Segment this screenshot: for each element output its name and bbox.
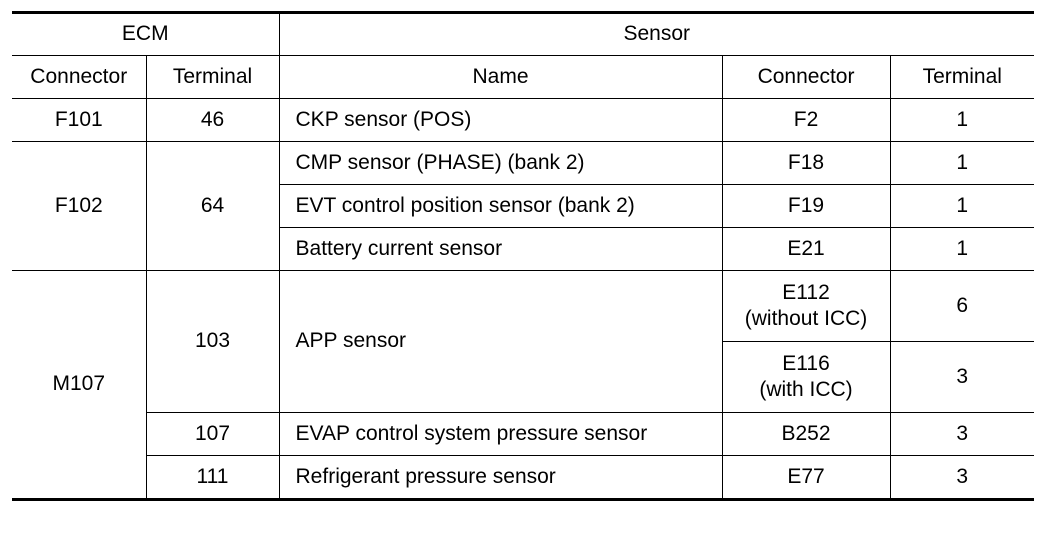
sensor-terminal-cell: 1 bbox=[890, 184, 1035, 228]
header-group-row: ECM Sensor bbox=[12, 12, 1035, 56]
table-row: 111 Refrigerant pressure sensor E77 3 bbox=[12, 455, 1035, 500]
ecm-terminal-cell: 111 bbox=[146, 455, 280, 500]
table-row: M107 103 APP sensor E112 (without ICC) 6 bbox=[12, 270, 1035, 500]
sensor-connector-note: (with ICC) bbox=[759, 378, 853, 401]
sensor-terminal-cell: 3 bbox=[890, 412, 1035, 456]
sensor-connector-cell: E21 bbox=[722, 227, 891, 271]
header-column-row: Connector Terminal Name Connector Termin… bbox=[12, 55, 1035, 99]
sensor-connector-cell: E116 (with ICC) bbox=[722, 341, 891, 413]
sensor-connector-cell: F2 bbox=[722, 98, 891, 142]
ecm-connector-cell: M107 bbox=[12, 270, 147, 500]
ecm-sensor-table: ECM Sensor Connector Terminal Name Conne… bbox=[12, 11, 1035, 501]
sensor-name-cell: EVT control position sensor (bank 2) bbox=[279, 184, 723, 228]
ecm-terminal-cell: 46 bbox=[146, 98, 280, 142]
header-sensor-terminal: Terminal bbox=[890, 55, 1035, 99]
table-row: E116 (with ICC) 3 bbox=[12, 341, 1035, 413]
sensor-terminal-cell: 3 bbox=[890, 341, 1035, 413]
table-row: EVT control position sensor (bank 2) F19… bbox=[12, 184, 1035, 228]
ecm-connector-cell: F102 bbox=[12, 141, 147, 271]
ecm-terminal-cell: 103 bbox=[146, 270, 280, 413]
sensor-connector-cell: F19 bbox=[722, 184, 891, 228]
sensor-name-cell: CKP sensor (POS) bbox=[279, 98, 723, 142]
table-row: Battery current sensor E21 1 bbox=[12, 227, 1035, 271]
ecm-terminal-cell: 107 bbox=[146, 412, 280, 456]
sensor-terminal-cell: 1 bbox=[890, 141, 1035, 185]
header-ecm-terminal: Terminal bbox=[146, 55, 280, 99]
ecm-terminal-cell: 64 bbox=[146, 141, 280, 271]
header-sensor: Sensor bbox=[279, 12, 1035, 56]
sensor-name-cell: Refrigerant pressure sensor bbox=[279, 455, 723, 500]
sensor-terminal-cell: 3 bbox=[890, 455, 1035, 500]
table-row: F101 46 CKP sensor (POS) F2 1 bbox=[12, 98, 1035, 142]
table-row: F102 64 CMP sensor (PHASE) (bank 2) F18 … bbox=[12, 141, 1035, 271]
sensor-connector-cell: F18 bbox=[722, 141, 891, 185]
table-row: 107 EVAP control system pressure sensor … bbox=[12, 412, 1035, 456]
header-sensor-connector: Connector bbox=[722, 55, 891, 99]
sensor-connector-note: (without ICC) bbox=[744, 307, 868, 330]
sensor-name-cell: EVAP control system pressure sensor bbox=[279, 412, 723, 456]
header-sensor-name: Name bbox=[279, 55, 723, 99]
sensor-terminal-cell: 1 bbox=[890, 98, 1035, 142]
ecm-connector-cell: F101 bbox=[12, 98, 147, 142]
header-ecm-connector: Connector bbox=[12, 55, 147, 99]
sensor-terminal-cell: 1 bbox=[890, 227, 1035, 271]
sensor-connector-cell: B252 bbox=[722, 412, 891, 456]
sensor-connector-code: E116 bbox=[782, 351, 830, 375]
sensor-connector-code: E112 bbox=[782, 280, 830, 304]
sensor-name-cell: APP sensor bbox=[279, 270, 723, 413]
sensor-name-cell: Battery current sensor bbox=[279, 227, 723, 271]
sensor-connector-cell: E77 bbox=[722, 455, 891, 500]
sensor-connector-cell: E112 (without ICC) bbox=[722, 270, 891, 342]
header-ecm: ECM bbox=[12, 12, 280, 56]
sensor-terminal-cell: 6 bbox=[890, 270, 1035, 342]
sensor-name-cell: CMP sensor (PHASE) (bank 2) bbox=[279, 141, 723, 185]
